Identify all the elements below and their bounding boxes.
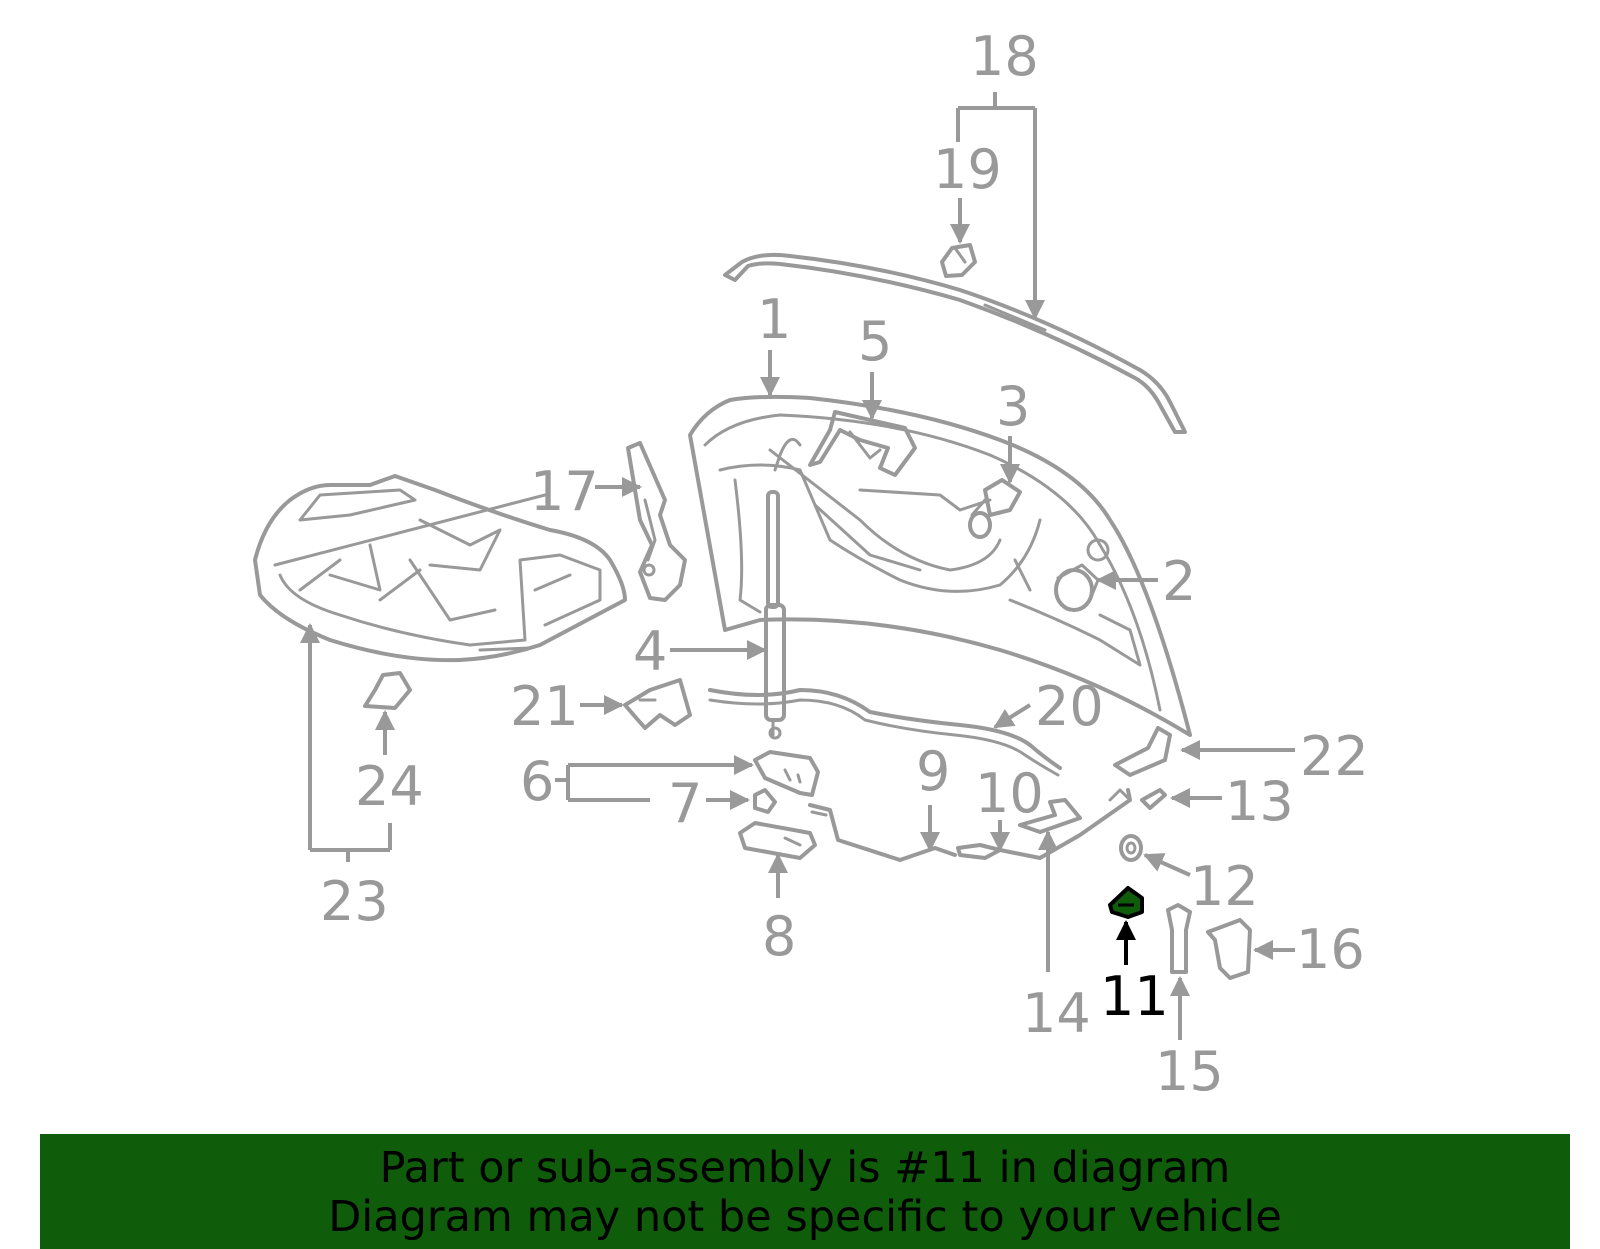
callout-14: 14 [1022,982,1091,1045]
part-22-bracket[interactable] [1113,726,1172,777]
part-12-grommet[interactable] [1119,834,1143,862]
callout-2: 2 [1162,550,1196,613]
part-9-rod[interactable] [808,803,957,862]
part-4-strut[interactable] [764,490,786,740]
part-19-clip[interactable] [940,243,977,278]
callout-7: 7 [668,772,702,835]
callout-20: 20 [1035,675,1104,738]
callout-15: 15 [1155,1040,1224,1103]
part-7-bushing[interactable] [753,788,777,814]
callout-8: 8 [762,905,796,968]
leader-lines [300,92,1295,1040]
callout-3: 3 [996,375,1030,438]
part-21-bracket[interactable] [623,678,692,730]
callout-19: 19 [933,138,1002,201]
part-2-pad[interactable] [1054,563,1100,612]
part-11-clip[interactable] [1108,886,1144,919]
callout-4: 4 [633,620,667,683]
callout-13: 13 [1225,770,1294,833]
callout-5: 5 [858,310,892,373]
banner-line-1: Part or sub-assembly is #11 in diagram [379,1143,1231,1193]
part-3-stop[interactable] [968,478,1022,539]
callout-23: 23 [320,870,389,933]
callout-12: 12 [1190,855,1259,918]
callout-10: 10 [975,762,1044,825]
banner-line-2: Diagram may not be specific to your vehi… [328,1192,1282,1242]
part-16-bracket[interactable] [1206,918,1252,980]
part-8-bracket[interactable] [738,821,817,860]
part-17-hinge[interactable] [626,441,687,602]
callout-11-highlighted: 11 [1100,965,1169,1028]
callout-16: 16 [1296,918,1365,981]
callout-6: 6 [520,750,554,813]
callout-24: 24 [355,755,424,818]
part-1-hood[interactable] [688,394,1192,737]
info-banner: Part or sub-assembly is #11 in diagram D… [40,1134,1570,1249]
part-23-insulator[interactable] [253,474,627,663]
part-6-latch[interactable] [753,750,820,797]
callout-1: 1 [757,288,791,351]
callout-21: 21 [510,675,579,738]
part-24-clip[interactable] [363,671,412,710]
callout-9: 9 [916,740,950,803]
callout-22: 22 [1300,725,1369,788]
part-10-clip[interactable] [956,843,1002,860]
part-5-bracket[interactable] [808,410,917,477]
callout-17: 17 [530,460,599,523]
callout-18: 18 [970,25,1039,88]
callout-labels: 1 2 3 4 5 6 7 8 9 10 11 12 13 14 15 16 1… [320,25,1369,1103]
part-15-pin[interactable] [1166,903,1192,974]
part-20-cable[interactable] [708,688,1062,777]
part-18-seal[interactable] [723,252,1187,434]
part-13-handle[interactable] [1108,788,1167,810]
